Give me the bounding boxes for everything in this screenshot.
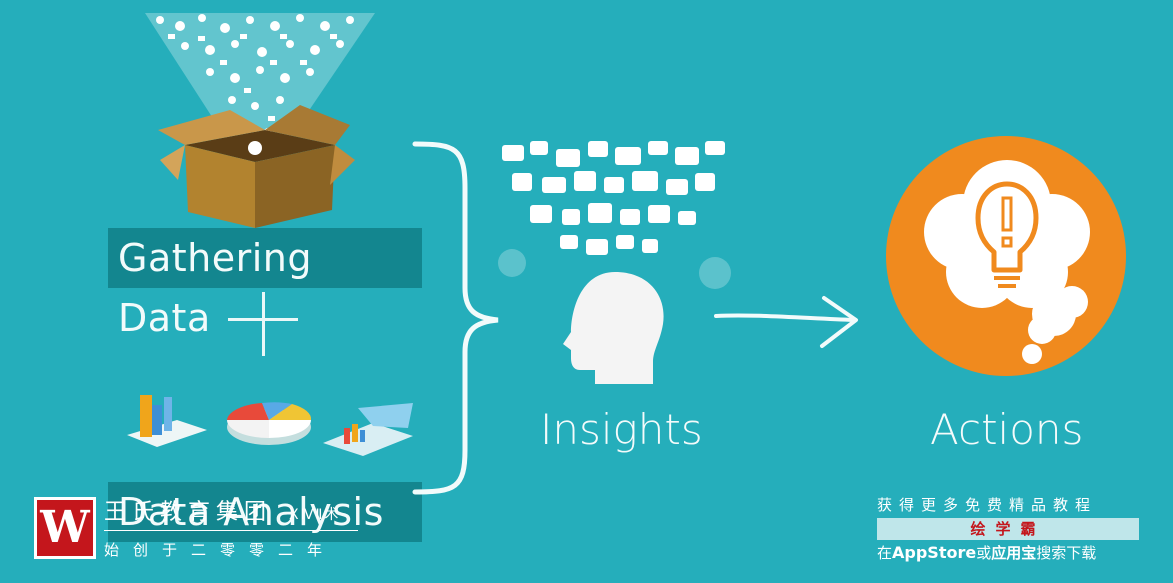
bar-chart-icon (127, 395, 207, 447)
promo-app-banner[interactable]: 绘学霸 (877, 518, 1139, 540)
actions-label: Actions (930, 405, 1084, 454)
brand-suffix: ⅩⅣⅡ术 (289, 507, 341, 523)
plus-icon-vertical (262, 292, 265, 356)
head-icon (563, 272, 664, 384)
map-chart-icon (323, 403, 413, 456)
promo-line3: 在AppStore或应用宝搜索下载 (877, 542, 1167, 564)
data-funnel-icon (145, 13, 375, 168)
gathering-data-label: Gathering Data (108, 228, 422, 340)
promo-line1: 获得更多免费精品教程 (877, 496, 1098, 514)
puzzle-pieces-icon (498, 141, 731, 289)
insights-label: Insights (540, 405, 703, 454)
arrow-right-icon (714, 296, 858, 348)
promo-alt: 应用宝 (991, 544, 1037, 562)
data-analysis-label: Data Analysis (108, 482, 422, 542)
promo-app-name: 绘学霸 (970, 520, 1046, 538)
box-icon (158, 105, 355, 228)
promo-mid: 或 (976, 544, 992, 562)
brand-logo: W (34, 497, 96, 559)
brand-divider (104, 530, 358, 531)
brand-name: 王氏教育集团 ⅩⅣⅡ术 (104, 498, 404, 528)
promo-store: AppStore (892, 543, 977, 562)
promo-prefix: 在 (877, 544, 893, 562)
curly-brace-icon (412, 141, 499, 495)
promo-suffix: 搜索下载 (1036, 544, 1097, 562)
lightbulb-thought-icon (886, 136, 1126, 376)
brand-slogan: 始创于二零零二年 (104, 541, 337, 559)
logo-letter: W (40, 502, 90, 553)
pie-chart-icon (227, 402, 312, 445)
brand-name-text: 王氏教育集团 (104, 500, 273, 525)
